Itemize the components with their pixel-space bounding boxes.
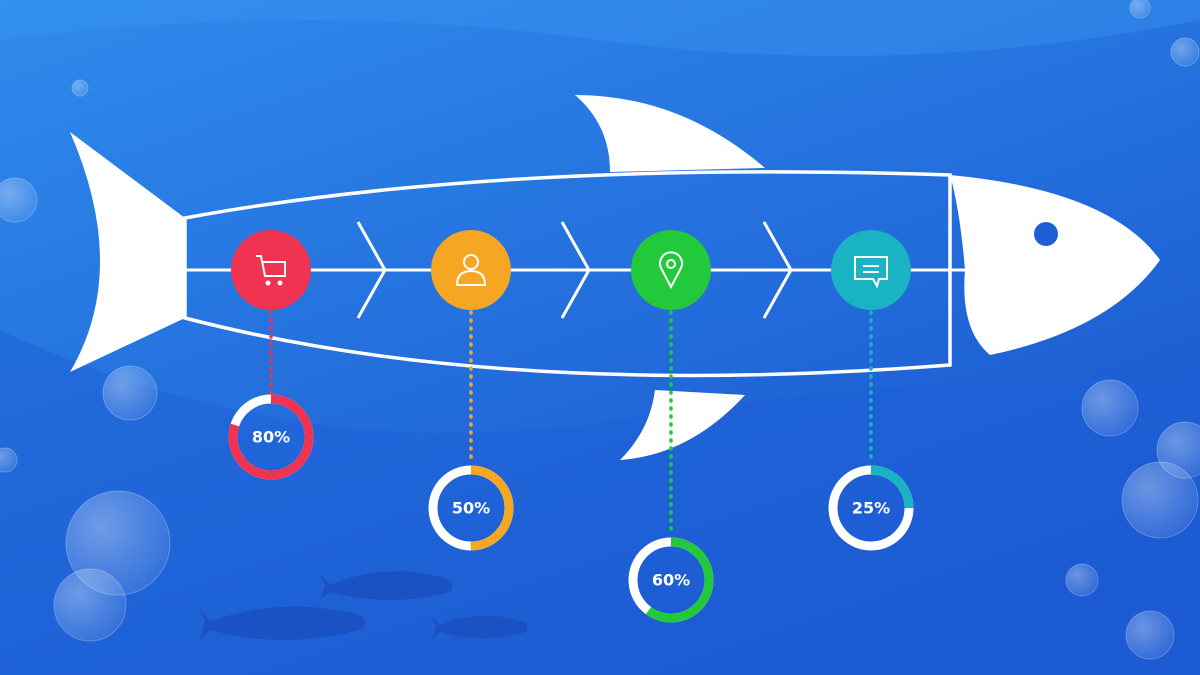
background-fish (198, 571, 528, 640)
progress-ring-fill (828, 465, 914, 551)
progress-percent-label: 50% (452, 499, 490, 518)
fish-body (183, 170, 952, 378)
progress-percent-label: 80% (252, 428, 290, 447)
fish-tail (70, 132, 185, 372)
fish-outline (70, 95, 1160, 460)
fish-head (950, 175, 1160, 355)
wave (0, 330, 1200, 675)
chevron-icons (356, 221, 793, 319)
progress-percent-label: 25% (852, 499, 890, 518)
fishbone-step: 80% (228, 230, 314, 480)
fish-top-fin (575, 95, 765, 172)
fish-eye (1034, 222, 1058, 246)
bubbles (0, 0, 1200, 660)
fishbone-step: 60% (628, 230, 714, 623)
progress-ring-fill (628, 537, 714, 623)
fish-bottom-fin (620, 390, 745, 460)
step-icon-circle (831, 230, 911, 310)
fishbone-step: 50% (428, 230, 514, 551)
wave (0, 0, 1200, 56)
progress-percent-label: 60% (652, 571, 690, 590)
user-icon (455, 254, 487, 286)
step-icon-circle (631, 230, 711, 310)
step-icon-circle (231, 230, 311, 310)
progress-ring-fill (428, 465, 514, 551)
location-pin-icon (659, 251, 683, 290)
shopping-cart-icon (256, 255, 286, 286)
progress-ring-fill (228, 394, 314, 480)
fishbone-step: 25% (828, 230, 914, 551)
chat-message-icon (854, 256, 888, 289)
